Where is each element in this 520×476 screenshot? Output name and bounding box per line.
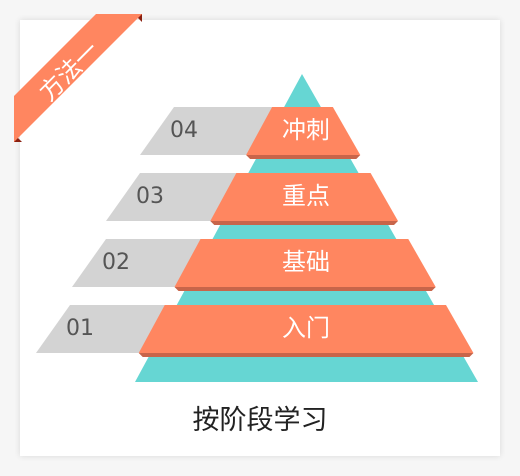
pyramid-level-03: 03 重点 (106, 173, 398, 225)
level-label: 冲刺 (282, 116, 330, 144)
level-band-shadow (138, 353, 474, 357)
level-number: 03 (136, 184, 164, 209)
level-number: 04 (170, 118, 198, 143)
pyramid-level-02: 02 基础 (72, 239, 436, 291)
level-band (246, 107, 361, 155)
level-number: 01 (66, 316, 94, 341)
level-label: 重点 (282, 182, 330, 210)
badge-ribbon (14, 14, 142, 142)
level-band (174, 239, 436, 287)
level-number: 02 (102, 250, 130, 275)
level-band (210, 173, 398, 221)
pyramid-level-01: 01 入门 (36, 305, 474, 357)
corner-badge: 方法一 (14, 14, 142, 142)
level-label: 基础 (282, 248, 330, 276)
level-band-shadow (174, 287, 436, 291)
level-band (138, 305, 474, 353)
pyramid-level-04: 04 冲刺 (140, 107, 361, 159)
pyramid-levels: 04 冲刺 03 重点 02 基础 01 入门 (36, 107, 474, 357)
level-band-shadow (210, 221, 398, 225)
level-label: 入门 (282, 314, 330, 342)
diagram-caption: 按阶段学习 (192, 405, 328, 436)
level-band-shadow (246, 155, 361, 159)
